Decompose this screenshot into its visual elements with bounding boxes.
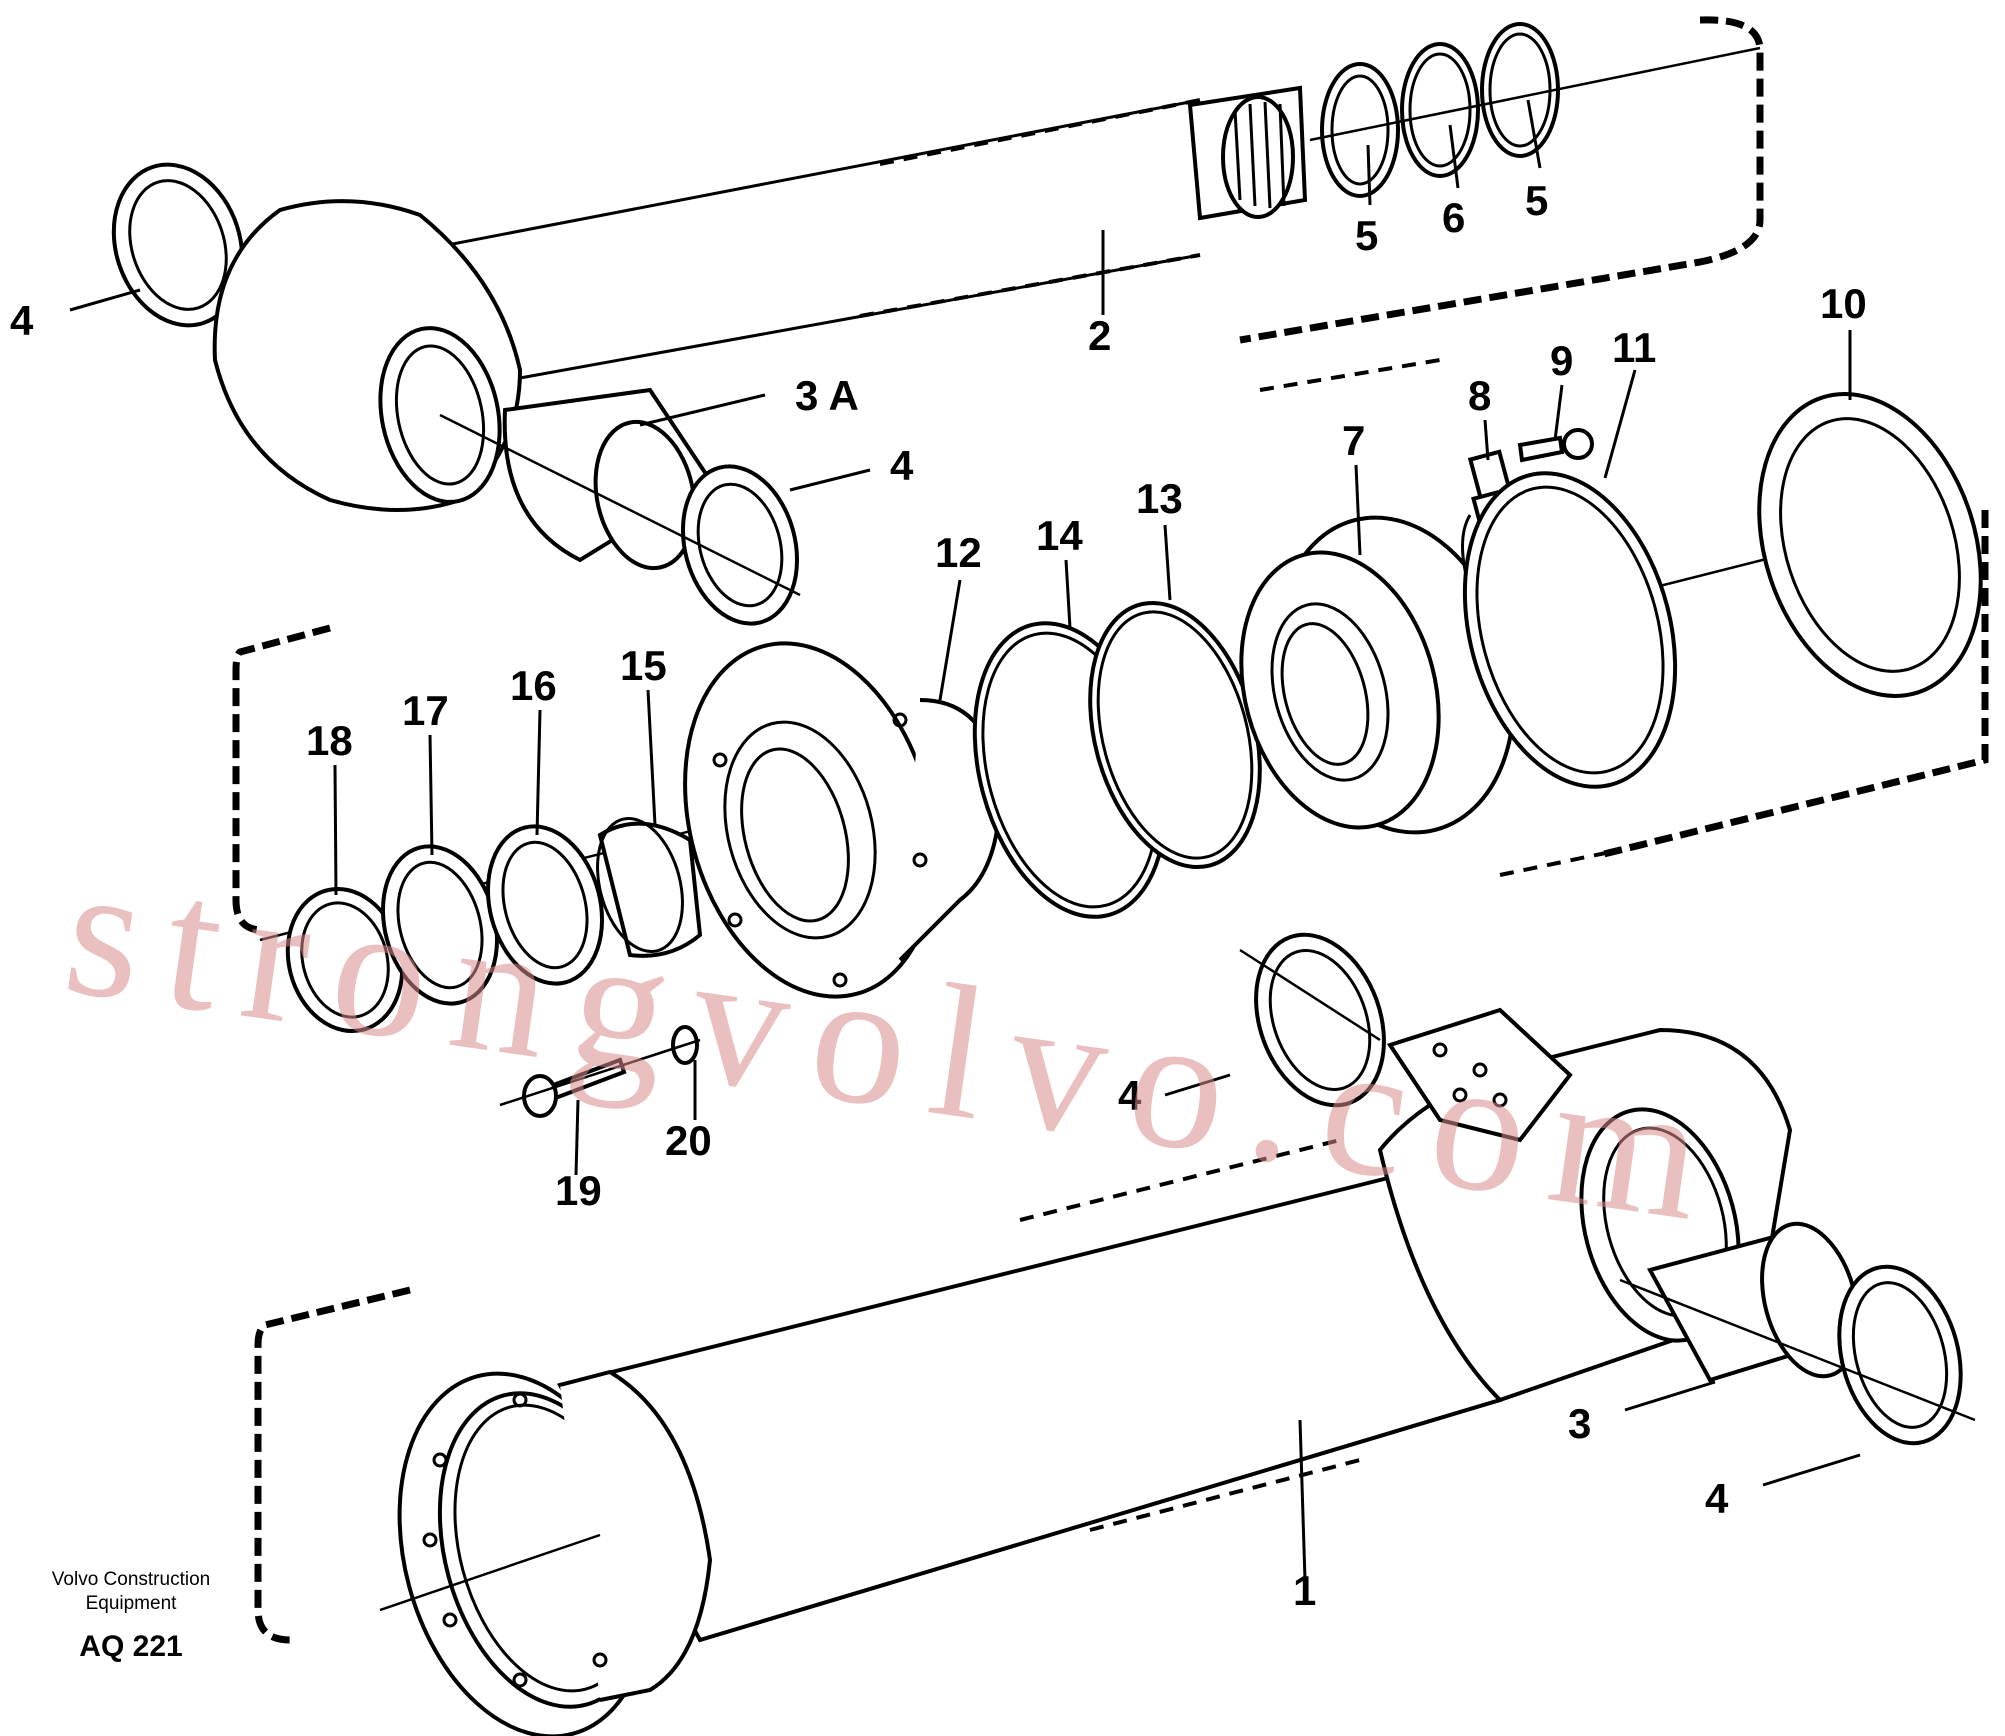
flange-bolt-holes <box>422 1392 608 1688</box>
callout-20: 20 <box>665 1117 712 1164</box>
callout-1: 1 <box>1293 1567 1316 1614</box>
callout-17: 17 <box>402 687 449 734</box>
manufacturer-line-2: Equipment <box>85 1593 177 1614</box>
callout-4: 4 <box>10 297 34 344</box>
callout-5: 5 <box>1525 177 1548 224</box>
seal-ring-5b <box>1480 22 1560 158</box>
rod-splines <box>1233 101 1286 209</box>
callout-12: 12 <box>935 529 982 576</box>
seal-ring-16 <box>485 824 605 986</box>
callout-19: 19 <box>555 1167 602 1214</box>
bushing-4b <box>680 464 800 626</box>
callout-16: 16 <box>510 662 557 709</box>
callout-8: 8 <box>1468 372 1491 419</box>
callout-3: 3 <box>1568 1400 1591 1447</box>
callout-labels: 4 2 5 6 5 3 A 4 10 9 11 8 7 13 14 12 15 … <box>10 177 1867 1614</box>
head-bolt-holes <box>712 712 928 988</box>
drawing-code: AQ 221 <box>79 1630 183 1663</box>
callout-13: 13 <box>1136 475 1183 522</box>
seal-ring-6 <box>1400 42 1480 178</box>
callout-6: 6 <box>1442 194 1465 241</box>
callout-14: 14 <box>1036 512 1083 559</box>
callout-3A: 3 A <box>795 372 859 419</box>
rod-eye-assembly <box>111 162 801 626</box>
guide-ring-11 <box>1462 471 1678 789</box>
cylinder-tube-assembly <box>254 932 1976 1736</box>
callout-11: 11 <box>1612 324 1656 371</box>
callout-18: 18 <box>306 717 353 764</box>
callout-2: 2 <box>1088 312 1111 359</box>
callout-5: 5 <box>1355 212 1378 259</box>
manufacturer-caption: Volvo Construction Equipment <box>36 1568 226 1616</box>
screw-9 <box>1517 435 1565 463</box>
cylinder-head-assembly <box>232 358 1989 1118</box>
callout-4: 4 <box>1118 1072 1142 1119</box>
manufacturer-line-1: Volvo Construction <box>51 1569 211 1590</box>
callout-4: 4 <box>890 442 914 489</box>
leader-lines <box>69 99 1861 1581</box>
bushing-4c <box>1254 932 1386 1108</box>
piston-rod-assembly <box>379 16 1764 380</box>
bushing-4d <box>1837 1264 1963 1446</box>
seal-10 <box>1757 392 1983 698</box>
callout-7: 7 <box>1342 417 1365 464</box>
callout-4: 4 <box>1705 1475 1729 1522</box>
callout-10: 10 <box>1820 280 1867 327</box>
callout-9: 9 <box>1550 337 1573 384</box>
callout-15: 15 <box>620 642 667 689</box>
